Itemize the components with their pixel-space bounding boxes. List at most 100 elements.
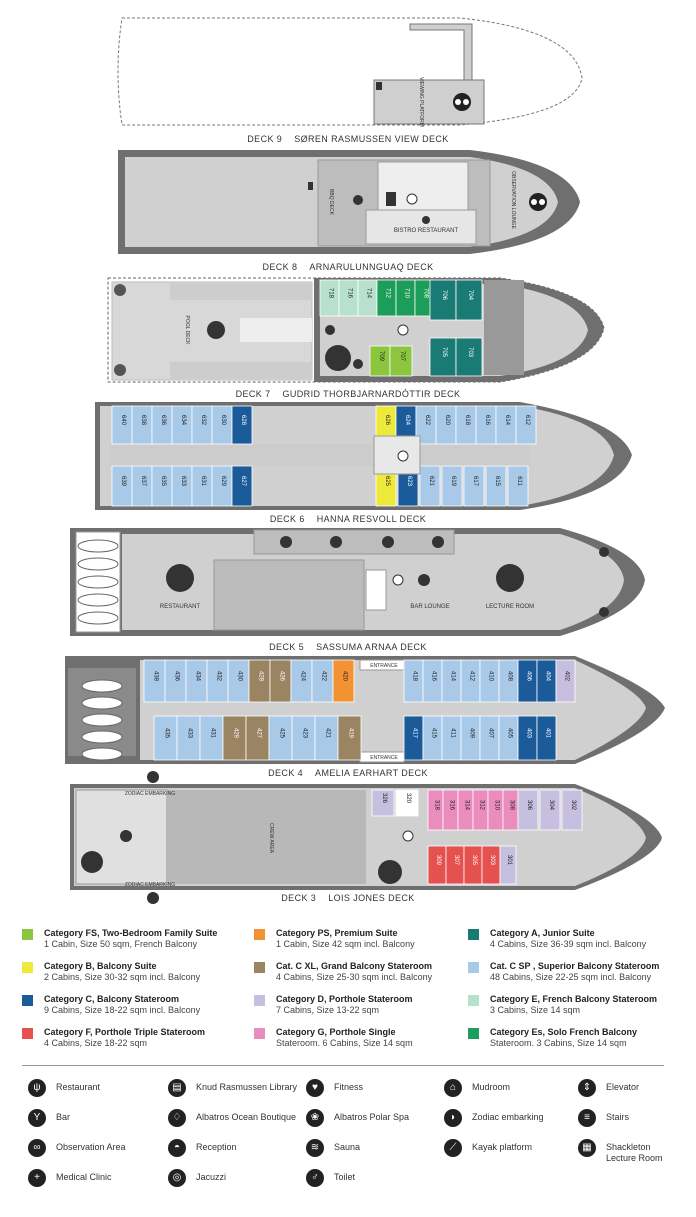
cabin-number: 423 — [302, 728, 308, 739]
cabin-number: 632 — [200, 415, 206, 426]
cabin-number: 621 — [428, 476, 434, 487]
cabin-306 — [517, 789, 539, 831]
elevator-icon — [397, 324, 409, 336]
cabin-number: 320 — [405, 793, 411, 804]
cabin-number: 302 — [570, 800, 576, 811]
icon-key-item: ⟋ Kayak platform — [444, 1139, 574, 1157]
reception-icon: ◓ — [168, 1139, 186, 1157]
cabin-number: 614 — [504, 415, 510, 426]
cabin-number: 415 — [431, 728, 437, 739]
icon-key-item: ♢ Albatros Ocean Boutique — [168, 1109, 298, 1127]
cabin-number: 308 — [509, 800, 515, 811]
icon-key-item: ⇕ Elevator — [578, 1079, 678, 1097]
boutique-icon: ♢ — [168, 1109, 186, 1127]
legend-title: Category PS, Premium Suite — [276, 928, 398, 938]
cabin-number: 634 — [180, 415, 186, 426]
toilet-icon — [325, 325, 335, 335]
cabin-number: 425 — [279, 728, 285, 739]
sauna-icon: ≋ — [306, 1139, 324, 1157]
cabin-number: 438 — [153, 671, 159, 682]
legend-title: Cat. C XL, Grand Balcony Stateroom — [276, 961, 433, 971]
cabin-number: 432 — [216, 671, 222, 682]
mudroom-icon — [120, 830, 132, 842]
cabin-number: 712 — [385, 288, 391, 299]
cabin-number: 626 — [384, 415, 390, 426]
restaurant-icon: ψ — [28, 1079, 46, 1097]
legend-item-CSP: Cat. C SP , Superior Balcony Stateroom 4… — [468, 961, 659, 983]
legend-item-D: Category D, Porthole Stateroom 7 Cabins,… — [254, 994, 413, 1016]
legend-item-E: Category E, French Balcony Stateroom 3 C… — [468, 994, 657, 1016]
mudroom-icon: ⌂ — [444, 1079, 462, 1097]
icon-key-label: Bar — [56, 1112, 71, 1122]
elevator-icon — [406, 193, 418, 205]
legend-swatch — [22, 962, 33, 973]
legend-title: Category Es, Solo French Balcony — [490, 1027, 638, 1037]
sauna-icon — [353, 359, 363, 369]
medical-icon — [378, 860, 402, 884]
cabin-411 — [441, 715, 462, 761]
cabin-number: 404 — [545, 671, 551, 682]
cabin-number: 307 — [453, 855, 459, 866]
cabin-number: 430 — [237, 671, 243, 682]
lifeboat — [81, 713, 123, 727]
kayak-icon — [81, 851, 103, 873]
cabin-number: 402 — [564, 671, 570, 682]
cabin-number: 616 — [484, 415, 490, 426]
lecture-icon — [496, 564, 524, 592]
library-icon: ▤ — [168, 1079, 186, 1097]
icon-key-label: Kayak platform — [472, 1142, 533, 1152]
lecture-room-label: LECTURE ROOM — [486, 604, 534, 610]
cabin-420 — [332, 659, 355, 703]
legend-title: Cat. C SP , Superior Balcony Stateroom — [490, 961, 660, 971]
cabin-number: 312 — [479, 800, 485, 811]
legend-title: Category E, French Balcony Stateroom — [490, 994, 658, 1004]
observation-lounge-label: OBSERVATION LOUNGE — [510, 171, 516, 229]
icon-key-item: ❀ Albatros Polar Spa — [306, 1109, 436, 1127]
bar-icon: Y — [28, 1109, 46, 1127]
legend-item-G: Category G, Porthole Single Stateroom. 6… — [254, 1027, 413, 1049]
cabin-number: 410 — [488, 671, 494, 682]
legend-swatch — [254, 995, 265, 1006]
cabin-number: 617 — [472, 476, 478, 487]
zodiac-icon — [147, 892, 159, 904]
jacuzzi-icon — [114, 364, 126, 376]
icon-key-item: ∞ Observation Area — [28, 1139, 158, 1157]
restaurant-icon — [166, 564, 194, 592]
cabin-number: 707 — [399, 351, 405, 362]
zodiac-icon — [147, 771, 159, 783]
icon-key-item: ◓ Reception — [168, 1139, 298, 1157]
divider — [22, 1065, 664, 1066]
jacuzzi-icon: ◎ — [168, 1169, 186, 1187]
crew-area-label: CREW AREA — [268, 823, 274, 854]
cabin-number: 418 — [412, 671, 418, 682]
icon-key-label: Observation Area — [56, 1142, 126, 1152]
cabin-627 — [231, 465, 253, 507]
cabin-number: 422 — [321, 671, 327, 682]
cabin-number: 433 — [187, 728, 193, 739]
observation-icon — [453, 93, 471, 111]
legend-desc: 4 Cabins, Size 18-22 sqm — [44, 1038, 148, 1048]
cabin-612 — [515, 405, 537, 445]
cabin-705 — [429, 337, 457, 377]
legend-swatch — [254, 929, 265, 940]
icon-key-item: ◗ Zodiac embarking — [444, 1109, 574, 1127]
icon-key-item: ⌂ Mudroom — [444, 1079, 574, 1097]
zodiac-embarking-label: ZODIAC EMBARKING — [125, 791, 175, 797]
icon-key-label: Sauna — [334, 1142, 361, 1152]
pool-deck-label: POOL DECK — [184, 316, 190, 346]
stairs-icon — [422, 216, 430, 224]
fitness-icon: ♥ — [306, 1079, 324, 1097]
cabin-number: 427 — [256, 728, 262, 739]
icon-key-label: Toilet — [334, 1172, 356, 1182]
cabin-number: 622 — [424, 415, 430, 426]
icon-key-item: ♥ Fitness — [306, 1079, 436, 1097]
cabin-402 — [555, 659, 576, 703]
elevator-icon: ⇕ — [578, 1079, 596, 1097]
cabin-706 — [429, 279, 457, 321]
icon-key-label: Albatros Polar Spa — [334, 1112, 410, 1122]
